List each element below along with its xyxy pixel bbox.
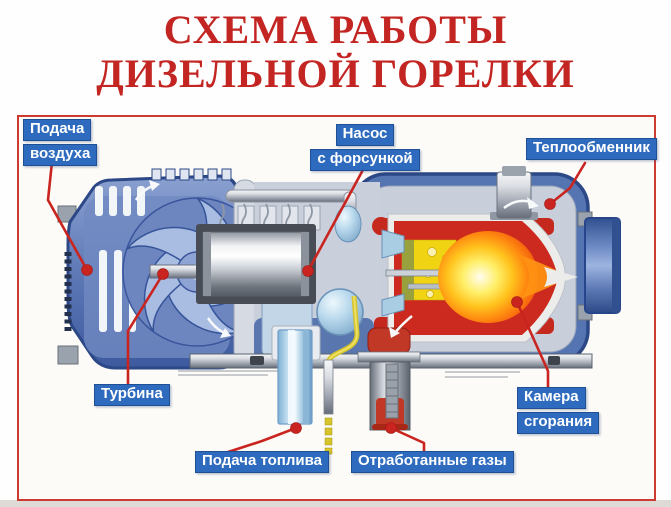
label-air-supply-line2: воздуха (23, 144, 98, 166)
surface-lines (178, 370, 520, 378)
callout-heat-exchanger (548, 161, 587, 206)
housing-top-ribs (151, 168, 232, 181)
label-pump-injector-line1: Насос (335, 124, 395, 146)
label-turbine: Турбина (94, 384, 170, 406)
top-fitting (490, 166, 538, 220)
airflow-arrow-heads (149, 180, 539, 338)
label-combustion-chamber: Камера сгорания (517, 387, 600, 434)
exhaust-pipe (357, 327, 421, 431)
photo-bottom-edge (0, 500, 671, 507)
intake-vents (95, 186, 145, 332)
fuel-supply-pipe (271, 325, 321, 425)
label-combustion-chamber-line1: Камера (517, 387, 586, 409)
label-exhaust-gases-line1: Отработанные газы (351, 451, 514, 473)
callout-exhaust-gases (389, 426, 426, 454)
callout-turbine (126, 272, 165, 387)
label-combustion-chamber-line2: сгорания (517, 412, 600, 434)
title-line-2: ДИЗЕЛЬНОЙ ГОРЕЛКИ (96, 51, 575, 96)
callout-air-supply (46, 160, 89, 272)
outlet-pipe (577, 211, 621, 321)
label-fuel-supply: Подача топлива (195, 451, 329, 473)
callout-fuel-supply (226, 426, 298, 454)
label-heat-exchanger: Теплообменник (526, 138, 657, 160)
label-turbine-line1: Турбина (94, 384, 170, 406)
callout-combustion-chamber (515, 300, 550, 389)
page-title: СХЕМА РАБОТЫ ДИЗЕЛЬНОЙ ГОРЕЛКИ (0, 8, 671, 96)
callout-pump-injector (306, 166, 366, 273)
label-pump-injector-line2: с форсункой (310, 149, 420, 171)
callout-dots (81, 198, 556, 434)
motor-pump-unit (196, 224, 316, 304)
label-air-supply: Подача воздуха (23, 119, 98, 166)
title-line-1: СХЕМА РАБОТЫ (163, 7, 508, 52)
label-pump-injector: Насос с форсункой (295, 124, 435, 171)
injector-nozzle (381, 229, 405, 259)
label-air-supply-line1: Подача (23, 119, 92, 141)
blower-dome (316, 205, 364, 336)
label-exhaust-gases: Отработанные газы (351, 451, 514, 473)
label-fuel-supply-line1: Подача топлива (195, 451, 329, 473)
label-heat-exchanger-line1: Теплообменник (526, 138, 657, 160)
